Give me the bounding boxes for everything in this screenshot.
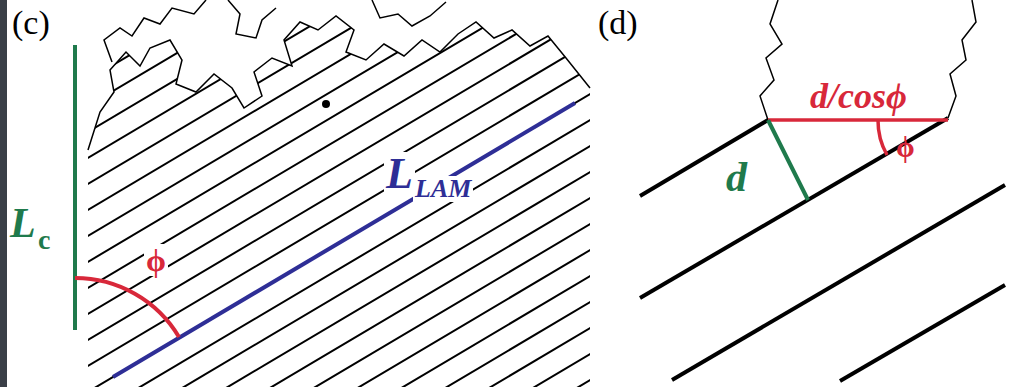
spacing-formula: d/cosϕ: [808, 78, 909, 114]
spacing-symbol: d: [726, 156, 747, 198]
hatch-line: [80, 62, 600, 370]
amorphous-boundary: [228, 0, 276, 38]
angle-arc: [75, 278, 179, 337]
length-subscript: c: [38, 226, 50, 254]
hatch-line: [80, 0, 600, 241]
angle-arc: [878, 120, 887, 155]
hatch-line: [80, 0, 600, 33]
dot-marker: [322, 100, 330, 108]
hatch-line: [80, 0, 600, 85]
panel-letter: (c): [12, 6, 50, 40]
length-symbol: L: [384, 152, 415, 196]
amorphous-boundary: [88, 16, 590, 150]
length-symbol: L: [10, 202, 36, 244]
lamella-line: [640, 118, 948, 298]
panel-letter: (d): [598, 6, 638, 40]
hatch-line: [80, 10, 600, 318]
length-subscript: LAM: [413, 176, 473, 202]
hatch-line: [80, 0, 600, 293]
angle-symbol: ϕ: [896, 132, 915, 162]
perpendicular-spacing-line: [768, 120, 808, 200]
lamella-line: [640, 120, 768, 196]
hatch-line: [80, 348, 600, 387]
hatch-line: [80, 322, 600, 387]
hatch-line: [80, 36, 600, 344]
lamella-hatching: [80, 0, 600, 387]
amorphous-boundary: [948, 0, 976, 118]
amorphous-boundary: [372, 0, 446, 26]
chain-axis-line: [73, 45, 77, 330]
panel-edge-bar: [0, 0, 7, 387]
hatch-line: [80, 0, 600, 215]
amorphous-boundary: [104, 0, 206, 62]
hatch-line: [80, 166, 600, 387]
horizontal-spacing-line: [768, 118, 948, 122]
hatch-line: [80, 374, 600, 387]
lamella-axis-line: [113, 103, 575, 377]
lamella-line: [840, 285, 1005, 381]
hatch-line: [80, 0, 600, 111]
hatch-line: [80, 0, 600, 59]
amorphous-boundary: [760, 0, 782, 120]
angle-symbol: ϕ: [144, 244, 168, 276]
lamella-line: [672, 185, 1005, 380]
hatch-line: [80, 0, 600, 7]
